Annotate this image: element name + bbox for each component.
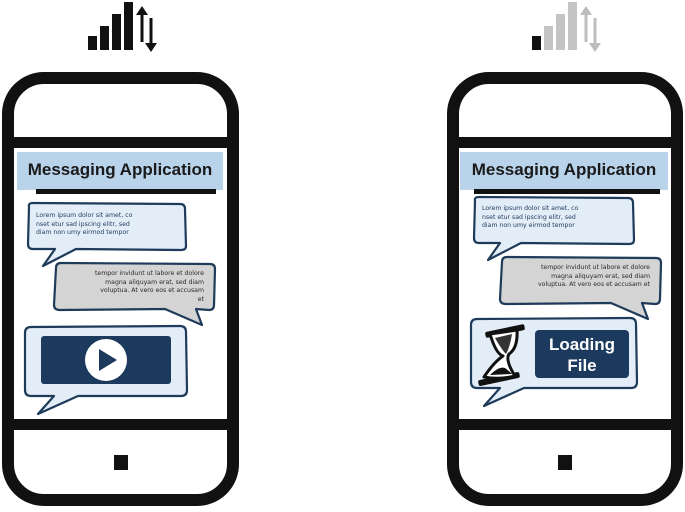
signal-bar-2 xyxy=(100,26,109,50)
left-bubble-2 xyxy=(52,261,217,327)
left-home-button[interactable] xyxy=(114,455,128,470)
left-title-bar xyxy=(17,152,223,190)
right-title-underline xyxy=(474,189,660,194)
left-app-title: Messaging Application xyxy=(27,160,213,179)
hourglass-icon xyxy=(478,324,525,386)
left-title-underline xyxy=(36,189,216,194)
right-app-title: Messaging Application xyxy=(471,160,657,179)
play-icon[interactable] xyxy=(85,339,127,381)
right-phone-bottom-bezel xyxy=(453,419,677,430)
right-home-button[interactable] xyxy=(558,455,572,470)
signal-bar-1 xyxy=(88,36,97,50)
signal-bar-4 xyxy=(124,2,133,50)
right-message-2-text: tempor invidunt ut labore et dolore magn… xyxy=(538,264,650,289)
signal-bar-4 xyxy=(568,2,577,50)
right-signal-indicator xyxy=(532,2,601,52)
signal-bar-1 xyxy=(532,36,541,50)
right-phone xyxy=(447,72,683,506)
right-bubble-1 xyxy=(472,195,636,262)
signal-bar-3 xyxy=(556,14,565,50)
right-phone-top-bezel xyxy=(453,137,677,148)
signal-bar-2 xyxy=(544,26,553,50)
right-message-1-text: Lorem ipsum dolor sit amet, co nset etur… xyxy=(482,205,579,230)
signal-bar-3 xyxy=(112,14,121,50)
right-bubble-2 xyxy=(498,255,663,321)
loading-file-box xyxy=(535,330,629,378)
left-bubble-1 xyxy=(26,201,188,268)
data-transfer-arrows-icon xyxy=(136,6,157,52)
left-phone-bottom-bezel xyxy=(8,419,233,430)
left-message-2-text: tempor invidunt ut labore et dolore magn… xyxy=(94,270,204,303)
loading-label-line-1: Loading xyxy=(548,335,616,354)
left-signal-indicator xyxy=(88,2,157,52)
left-phone-top-bezel xyxy=(8,137,233,148)
left-phone xyxy=(2,72,239,506)
left-message-1-text: Lorem ipsum dolor sit amet, co nset etur… xyxy=(36,212,133,237)
right-title-bar xyxy=(460,152,668,190)
loading-file-label: Loading File xyxy=(535,334,629,376)
loading-label-line-2: File xyxy=(567,356,597,375)
data-transfer-arrows-icon xyxy=(580,6,601,52)
